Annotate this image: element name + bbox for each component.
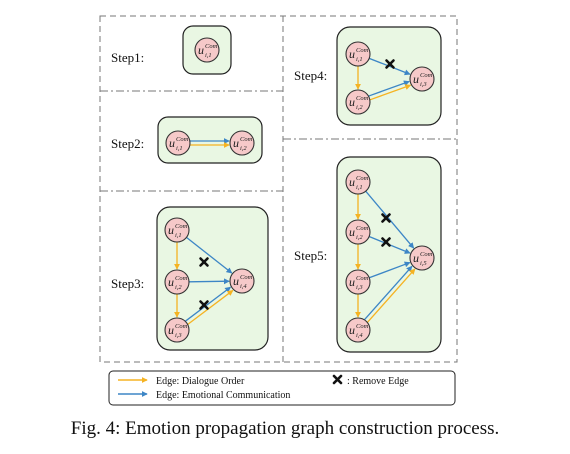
svg-text:i,2: i,2 [240,145,247,152]
legend-remove-edge: : Remove Edge [347,376,409,387]
svg-text:u: u [413,251,419,265]
legend: Edge: Dialogue Order Edge: Emotional Com… [108,370,456,406]
svg-text:u: u [168,223,174,237]
svg-text:i,5: i,5 [420,260,427,267]
svg-text:i,3: i,3 [420,81,427,88]
svg-text:i,4: i,4 [240,283,247,290]
svg-text:u: u [349,47,355,61]
emotional-communication-edge-step3 [188,278,230,285]
svg-text:Com: Com [240,274,253,281]
svg-text:i,3: i,3 [175,332,182,339]
emotional-communication-edge-step5 [365,190,415,249]
emotional-communication-edge-step4 [368,57,411,76]
dialogue-order-edge-step4 [369,84,412,101]
svg-text:i,1: i,1 [175,232,182,239]
x-mark-icon [332,374,343,385]
remove-edge-x-mark-icon [199,257,209,267]
step2-label: Step2: [111,136,144,151]
svg-text:i,1: i,1 [176,145,183,152]
svg-text:Com: Com [356,47,369,54]
svg-text:u: u [349,275,355,289]
step3-label: Step3: [111,276,144,291]
svg-text:Com: Com [420,251,433,258]
emotional-communication-edge-step5 [363,265,413,321]
svg-text:Com: Com [420,72,433,79]
dialogue-order-edge-step3 [187,289,234,325]
svg-text:u: u [413,72,419,86]
step3-panel [156,206,269,351]
svg-text:i,1: i,1 [356,184,363,191]
svg-text:Com: Com [356,323,369,330]
svg-text:Com: Com [176,136,189,143]
svg-text:u: u [349,175,355,189]
emotional-communication-edge-step5 [369,261,411,279]
svg-text:i,2: i,2 [175,284,182,291]
legend-emotional-communication: Edge: Emotional Communication [156,390,290,401]
step5-panel [336,156,442,353]
remove-edge-x-mark-icon [381,213,391,223]
svg-text:Com: Com [175,323,188,330]
svg-text:u: u [349,225,355,239]
svg-text:u: u [349,323,355,337]
svg-text:Com: Com [356,95,369,102]
svg-text:u: u [349,95,355,109]
svg-text:u: u [168,275,174,289]
svg-text:i,2: i,2 [356,234,363,241]
emotional-communication-edge-step3 [184,286,232,322]
svg-text:u: u [233,274,239,288]
svg-text:i,3: i,3 [356,284,363,291]
legend-dialogue-order: Edge: Dialogue Order [156,376,245,387]
svg-text:Com: Com [175,275,188,282]
svg-text:Com: Com [175,223,188,230]
svg-text:u: u [168,323,174,337]
dialogue-order-edge-step5 [366,268,416,323]
removed-edges [199,59,395,310]
svg-text:Com: Com [240,136,253,143]
svg-text:Com: Com [356,225,369,232]
svg-text:u: u [198,43,204,57]
svg-text:u: u [169,136,175,150]
step4-label: Step4: [294,68,327,83]
remove-edge-x-mark-icon [381,237,391,247]
svg-text:i,2: i,2 [356,104,363,111]
legend-box [108,370,456,406]
remove-edge-x-mark-icon [385,59,395,69]
frame [99,15,458,363]
figure-caption: Fig. 4: Emotion propagation graph constr… [70,418,500,439]
remove-edge-x-mark-icon [199,300,209,310]
svg-text:Com: Com [356,175,369,182]
svg-text:Com: Com [356,275,369,282]
svg-text:Com: Com [205,43,218,50]
emotional-communication-edge-step4 [368,80,410,97]
svg-text:u: u [233,136,239,150]
svg-text:i,1: i,1 [205,52,212,59]
edges [174,57,416,325]
step5-label: Step5: [294,248,327,263]
svg-text:i,1: i,1 [356,56,363,63]
step1-label: Step1: [111,50,144,65]
emotional-communication-edge-step3 [186,236,233,274]
svg-text:i,4: i,4 [356,332,363,339]
